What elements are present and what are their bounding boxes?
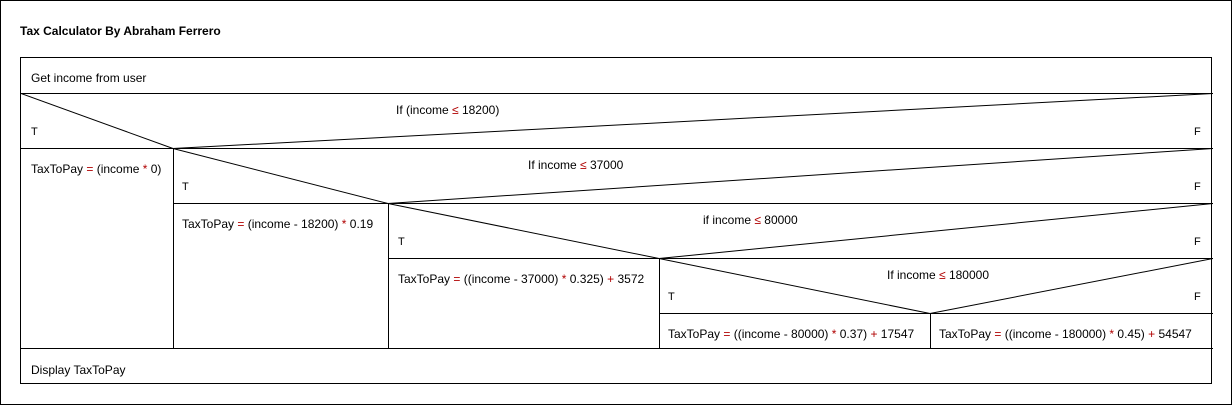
assign-operator: = [86, 162, 94, 176]
action-lhs: TaxToPay [31, 162, 87, 176]
action-lhs: TaxToPay [939, 327, 995, 341]
decision-4-false-diagonal [929, 258, 1213, 314]
action-expr-c: 3572 [614, 272, 645, 286]
step-display: Display TaxToPay [31, 363, 126, 377]
decision-2-true-diagonal [172, 148, 389, 204]
plus-operator: + [1148, 327, 1156, 341]
assign-operator: = [237, 217, 245, 231]
assign-operator: = [994, 327, 1002, 341]
action-tax-bracket-1: TaxToPay = (income - 18200) * 0.19 [182, 217, 373, 231]
action-expr-a: ((income - 180000) [1001, 327, 1110, 341]
multiply-operator: * [561, 272, 567, 286]
lte-operator: ≤ [452, 103, 459, 117]
decision-4-true-diagonal [658, 258, 931, 314]
multiply-operator: * [341, 217, 347, 231]
diagram-title: Tax Calculator By Abraham Ferrero [20, 24, 221, 38]
assign-operator: = [453, 272, 461, 286]
action-expr-a: (income [93, 162, 143, 176]
action-expr-a: (income - 18200) [244, 217, 342, 231]
action-tax-bracket-2: TaxToPay = ((income - 37000) * 0.325) + … [398, 272, 644, 286]
action-tax-bracket-0: TaxToPay = (income * 0) [31, 162, 161, 176]
action-tax-bracket-4: TaxToPay = ((income - 180000) * 0.45) + … [939, 327, 1192, 341]
action-expr-b: 0.45) [1114, 327, 1149, 341]
action-expr-b: 0.325) [566, 272, 608, 286]
lte-operator: ≤ [580, 158, 587, 172]
decision-3-true-label: T [398, 236, 405, 248]
decision-1-true-label: T [31, 126, 38, 138]
assign-operator: = [723, 327, 731, 341]
action-expr-c: 17547 [877, 327, 915, 341]
decision-1-false-diagonal [172, 93, 1213, 149]
condition-text: If income [528, 158, 581, 172]
lte-operator: ≤ [754, 213, 761, 227]
decision-4-false-label: F [1194, 291, 1201, 303]
condition-value: 180000 [945, 268, 990, 282]
decision-3-false-diagonal [658, 203, 1213, 259]
nassi-shneiderman-diagram: Get income from user If (income ≤ 18200)… [20, 57, 1213, 384]
decision-1-condition: If (income ≤ 18200) [396, 103, 499, 117]
action-lhs: TaxToPay [182, 217, 238, 231]
plus-operator: + [870, 327, 878, 341]
action-expr-b: 0.37) [836, 327, 871, 341]
action-expr-a: ((income - 80000) [730, 327, 832, 341]
action-lhs: TaxToPay [398, 272, 454, 286]
lte-operator: ≤ [939, 268, 946, 282]
decision-2-false-label: F [1194, 181, 1201, 193]
condition-value: 37000 [586, 158, 624, 172]
decision-3-false-label: F [1194, 236, 1201, 248]
action-tax-bracket-3: TaxToPay = ((income - 80000) * 0.37) + 1… [668, 327, 914, 341]
decision-1-true-diagonal [21, 93, 174, 149]
decision-4-true-label: T [668, 291, 675, 303]
decision-3-true-diagonal [387, 203, 660, 259]
condition-text: if income [703, 213, 755, 227]
structure-lines [21, 93, 1213, 349]
condition-value: 18200) [458, 103, 500, 117]
action-expr-a: ((income - 37000) [460, 272, 562, 286]
action-expr-c: 54547 [1155, 327, 1192, 341]
plus-operator: + [607, 272, 615, 286]
decision-2-condition: If income ≤ 37000 [528, 158, 623, 172]
step-get-income: Get income from user [31, 71, 147, 85]
condition-value: 80000 [760, 213, 798, 227]
decision-2-false-diagonal [387, 148, 1213, 204]
multiply-operator: * [1109, 327, 1115, 341]
multiply-operator: * [831, 327, 837, 341]
decision-4-condition: If income ≤ 180000 [887, 268, 989, 282]
action-lhs: TaxToPay [668, 327, 724, 341]
action-expr-b: 0.19 [346, 217, 374, 231]
action-expr-b: 0) [147, 162, 162, 176]
condition-text: If (income [396, 103, 453, 117]
multiply-operator: * [142, 162, 148, 176]
decision-3-condition: if income ≤ 80000 [703, 213, 798, 227]
condition-text: If income [887, 268, 940, 282]
decision-2-true-label: T [182, 181, 189, 193]
decision-1-false-label: F [1194, 126, 1201, 138]
